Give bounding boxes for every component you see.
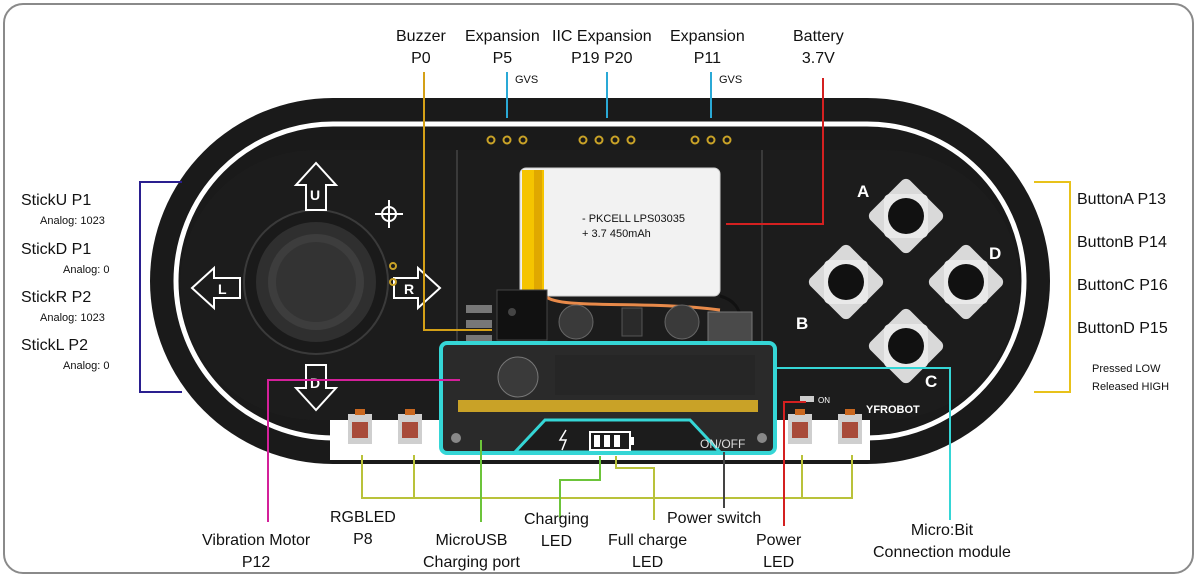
stick-d-value: Analog: 0 [63, 264, 110, 276]
full-charge-led-icon [589, 431, 634, 451]
svg-text:D: D [989, 244, 1001, 263]
joystick [243, 209, 389, 355]
stick-l-name: StickL P2 [21, 337, 88, 354]
rgbled-callout [361, 455, 853, 499]
svg-text:A: A [857, 182, 869, 201]
stick-u-value: Analog: 1023 [40, 215, 105, 227]
pressed-note: Pressed LOW [1092, 363, 1161, 375]
full-charge-callout [615, 456, 655, 520]
label-power-switch: Power switch [667, 510, 762, 527]
stick-bracket [139, 181, 182, 393]
stick-r-value: Analog: 1023 [40, 312, 105, 324]
microbit-callout [775, 367, 951, 520]
button-c [868, 308, 944, 384]
released-note: Released HIGH [1092, 381, 1170, 393]
expansion-p5-pins [486, 135, 528, 145]
button-b-label: ButtonB P14 [1077, 234, 1167, 251]
svg-text:D: D [310, 375, 320, 391]
rgb-led-4 [838, 409, 862, 444]
buzzer-callout [423, 72, 492, 331]
power-led-callout [783, 401, 806, 526]
svg-text:R: R [404, 281, 414, 297]
vibration-callout [267, 379, 460, 522]
crosshair-icon [375, 200, 403, 228]
battery-text-line1: - PKCELL LPS03035 [582, 213, 685, 225]
battery-pack [519, 167, 721, 297]
button-a [868, 178, 944, 254]
iic-pins [578, 135, 636, 145]
outer-frame [3, 3, 1194, 574]
button-d [928, 244, 1004, 320]
svg-text:C: C [925, 372, 937, 391]
rgb-led-1 [348, 409, 372, 444]
battery-callout [726, 78, 824, 225]
stick-u-name: StickU P1 [21, 192, 92, 209]
charging-led-icon [558, 429, 568, 451]
gvs-label-p5: GVS [515, 74, 539, 86]
on-off-text: ON/OFF [700, 437, 745, 451]
svg-text:YFROBOT: YFROBOT [866, 404, 920, 416]
stick-l-value: Analog: 0 [63, 360, 110, 372]
joystick-arrows [190, 161, 442, 412]
charging-callout [559, 456, 601, 518]
svg-text:B: B [796, 314, 808, 333]
button-bracket [1034, 181, 1071, 393]
stick-d-name: StickD P1 [21, 241, 92, 258]
button-d-label: ButtonD P15 [1077, 320, 1168, 337]
button-b [808, 244, 884, 320]
svg-text:U: U [310, 187, 320, 203]
stick-r-name: StickR P2 [21, 289, 92, 306]
expansion-p11-pins [690, 135, 732, 145]
battery-text-line2: + 3.7 450mAh [582, 228, 651, 240]
buzzer [496, 289, 548, 341]
button-a-label: ButtonA P13 [1077, 191, 1166, 208]
button-c-label: ButtonC P16 [1077, 277, 1168, 294]
svg-text:ON: ON [818, 396, 830, 405]
rgb-led-3 [788, 409, 812, 444]
svg-text:L: L [218, 281, 227, 297]
rgb-led-2 [398, 409, 422, 444]
gvs-label-p11: GVS [719, 74, 743, 86]
